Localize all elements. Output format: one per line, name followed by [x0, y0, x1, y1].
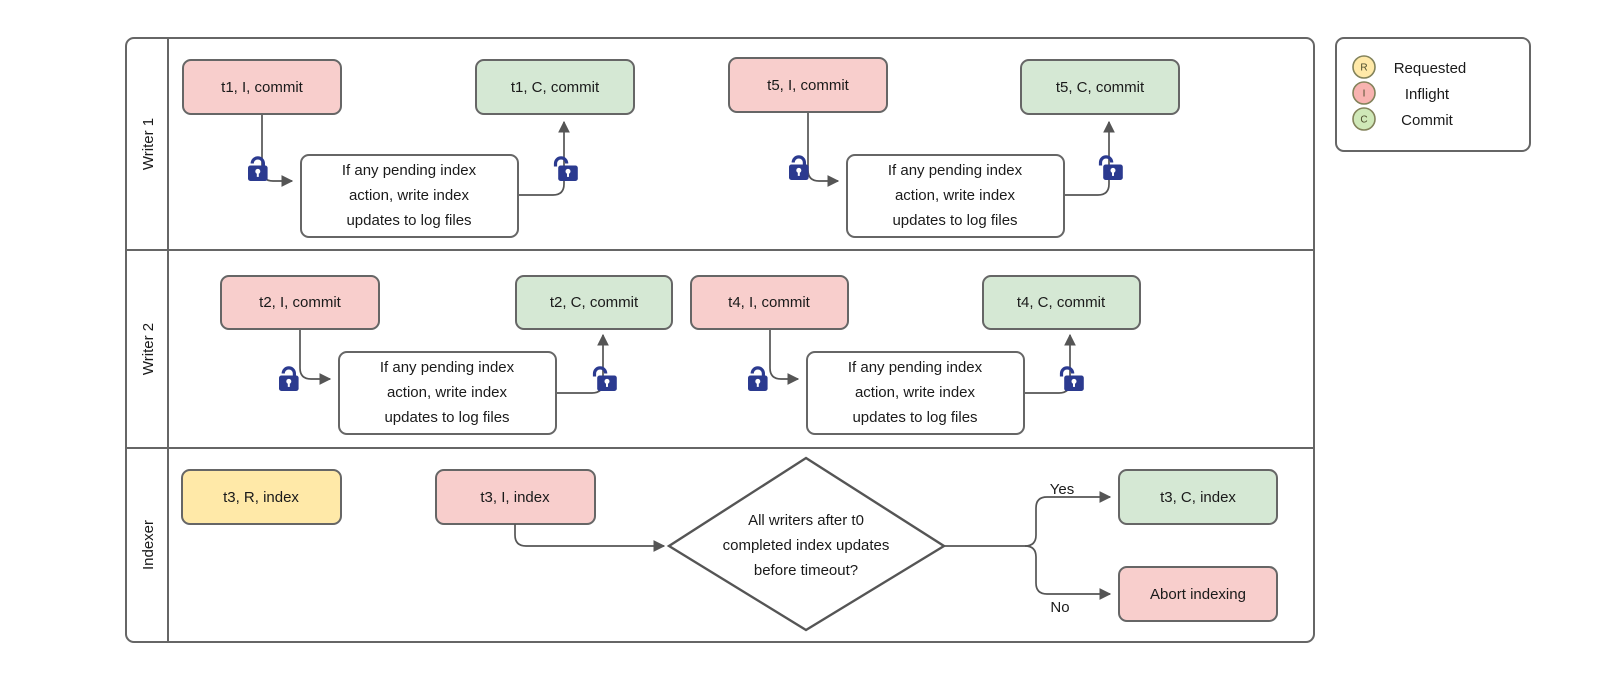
edge-decision-no — [1024, 545, 1112, 600]
lock-open-icon — [1098, 155, 1123, 180]
note-w1-t1-line1: If any pending index — [342, 162, 477, 179]
lock-open-icon — [1059, 366, 1084, 391]
node-w2-t4-commit-label: t4, C, commit — [1017, 294, 1106, 311]
node-indexer-requested-label: t3, R, index — [223, 489, 299, 506]
node-w1-t1-commit[interactable] — [475, 59, 635, 115]
writer1-group-t1: t1, I, commit t1, C, commit If any pendi… — [182, 59, 635, 238]
lock-closed-icon — [279, 366, 299, 391]
note-w2-t4[interactable] — [806, 351, 1025, 435]
lock-closed-icon — [789, 155, 809, 180]
lock-closed-icon — [748, 366, 768, 391]
note-w1-t1-line2: action, write index — [349, 187, 470, 204]
legend: R Requested I Inflight C Commit — [1335, 37, 1531, 152]
legend-label-requested: Requested — [1394, 60, 1467, 77]
node-w2-t4-inflight-label: t4, I, commit — [728, 294, 811, 311]
legend-item-commit: C Commit — [1352, 107, 1454, 131]
note-w2-t2[interactable] — [338, 351, 557, 435]
edge-label-no: No — [1050, 599, 1069, 616]
writer1-group-t5: t5, I, commit t5, C, commit If any pendi… — [728, 57, 1180, 238]
note-w2-t2-line1: If any pending index — [380, 359, 515, 376]
note-w2-t2-line2: action, write index — [387, 384, 508, 401]
legend-item-requested: R Requested — [1352, 55, 1467, 79]
node-w1-t5-commit-label: t5, C, commit — [1056, 79, 1145, 96]
node-w1-t5-commit[interactable] — [1020, 59, 1180, 115]
decision-line2: completed index updates — [723, 537, 890, 554]
note-w2-t4-line3: updates to log files — [852, 409, 977, 426]
node-w1-t5-inflight[interactable] — [728, 57, 888, 113]
lock-open-icon — [553, 156, 578, 181]
legend-frame — [1335, 37, 1531, 152]
note-w1-t1[interactable] — [300, 154, 519, 238]
node-w2-t2-commit-label: t2, C, commit — [550, 294, 639, 311]
writer2-group-t4: t4, I, commit t4, C, commit If any pendi… — [690, 275, 1141, 435]
edge-w2-t4-start-to-note — [769, 329, 800, 385]
node-w1-t1-inflight-label: t1, I, commit — [221, 79, 304, 96]
lock-open-icon — [592, 366, 617, 391]
edge-w1-t5-note-to-commit — [1063, 120, 1115, 196]
requested-badge-letter: R — [1360, 63, 1367, 74]
node-w1-t5-inflight-label: t5, I, commit — [767, 77, 850, 94]
note-w1-t5-line3: updates to log files — [892, 212, 1017, 229]
decision-line1: All writers after t0 — [748, 512, 864, 529]
node-indexer-requested[interactable] — [181, 469, 342, 525]
node-indexer-commit-label: t3, C, index — [1160, 489, 1236, 506]
decision-diamond[interactable] — [666, 456, 947, 632]
edge-decision-yes — [1024, 491, 1112, 547]
note-w1-t5-line1: If any pending index — [888, 162, 1023, 179]
edge-w2-t2-start-to-note — [299, 329, 332, 385]
commit-badge-letter: C — [1360, 115, 1367, 126]
decision-line3: before timeout? — [754, 562, 858, 579]
node-w2-t2-inflight-label: t2, I, commit — [259, 294, 342, 311]
edge-label-yes: Yes — [1050, 481, 1074, 498]
indexer-group: t3, R, index t3, I, index All writers af… — [181, 456, 1278, 632]
note-w1-t5-line2: action, write index — [895, 187, 1016, 204]
legend-label-commit: Commit — [1401, 112, 1453, 129]
node-w1-t1-inflight[interactable] — [182, 59, 342, 115]
note-w2-t2-line3: updates to log files — [384, 409, 509, 426]
node-w1-t1-commit-label: t1, C, commit — [511, 79, 600, 96]
node-indexer-abort[interactable] — [1118, 566, 1278, 622]
note-w2-t4-line2: action, write index — [855, 384, 976, 401]
commit-badge-icon — [1352, 107, 1376, 131]
writer2-group-t2: t2, I, commit t2, C, commit If any pendi… — [220, 275, 673, 435]
lane-label-writer-1: Writer 1 — [140, 118, 157, 170]
lock-closed-icon — [248, 156, 268, 181]
legend-item-inflight: I Inflight — [1352, 81, 1450, 105]
lane-label-indexer: Indexer — [140, 520, 157, 570]
note-w2-t4-line1: If any pending index — [848, 359, 983, 376]
legend-label-inflight: Inflight — [1405, 86, 1450, 103]
node-w2-t2-inflight[interactable] — [220, 275, 380, 330]
node-indexer-abort-label: Abort indexing — [1150, 586, 1246, 603]
inflight-badge-icon — [1352, 81, 1376, 105]
node-indexer-commit[interactable] — [1118, 469, 1278, 525]
note-w1-t1-line3: updates to log files — [346, 212, 471, 229]
note-w1-t5[interactable] — [846, 154, 1065, 238]
node-w2-t2-commit[interactable] — [515, 275, 673, 330]
edge-w1-t1-note-to-commit — [518, 120, 570, 196]
inflight-badge-letter: I — [1363, 89, 1366, 100]
node-w2-t4-inflight[interactable] — [690, 275, 849, 330]
node-w2-t4-commit[interactable] — [982, 275, 1141, 330]
node-indexer-inflight-label: t3, I, index — [480, 489, 550, 506]
requested-badge-icon — [1352, 55, 1376, 79]
edge-indexer-inflight-to-decision — [514, 524, 666, 552]
lane-label-writer-2: Writer 2 — [140, 323, 157, 375]
